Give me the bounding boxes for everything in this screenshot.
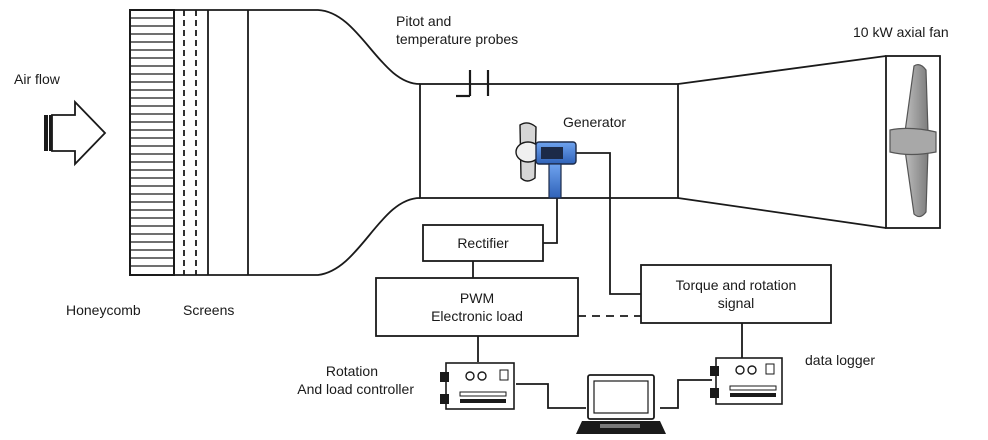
contraction-bottom-wall <box>248 197 421 276</box>
torque-signal-label-line2: signal <box>717 295 755 311</box>
computer-to-logger-wire <box>660 379 712 409</box>
controller-label-line2: And load controller <box>297 381 414 397</box>
fan-housing <box>885 55 941 229</box>
screens <box>174 9 249 276</box>
controller-label: Rotation And load controller <box>270 362 414 398</box>
honeycomb-label: Honeycomb <box>66 302 141 318</box>
laptop-icon <box>576 374 666 434</box>
pwm-load-label-line2: Electronic load <box>431 308 523 324</box>
generator-label: Generator <box>563 114 627 130</box>
contraction-top-wall <box>248 9 421 85</box>
torque-signal-label-line1: Torque and rotation <box>675 277 797 293</box>
circuit-board-icon <box>440 362 515 410</box>
honeycomb <box>129 9 175 276</box>
torque-signal-label: Torque and rotation signal <box>641 265 831 323</box>
generator-to-rectifier-wire <box>543 198 558 244</box>
pitot-probes-label-line1: Pitot and <box>396 13 452 29</box>
diffuser <box>677 55 887 229</box>
pitot-probes-label: Pitot and temperature probes <box>396 12 518 48</box>
generator-to-torque-wire <box>576 152 641 295</box>
arrow-right-icon <box>44 99 107 167</box>
pwm-load-label-line1: PWM <box>459 290 495 306</box>
pwm-load-label: PWM Electronic load <box>376 278 578 336</box>
fan-label: 10 kW axial fan <box>853 24 949 40</box>
rectifier-label: Rectifier <box>457 235 509 251</box>
data-logger-label: data logger <box>805 352 876 368</box>
screens-label: Screens <box>183 302 235 318</box>
fan-blade-icon <box>889 64 937 218</box>
pitot-probe <box>456 70 472 98</box>
generator-mast <box>548 163 562 199</box>
pwm-load-box <box>375 277 579 337</box>
air-flow-label: Air flow <box>14 71 60 87</box>
controller-label-line1: Rotation <box>325 363 378 379</box>
controller-to-computer-wire <box>516 383 586 409</box>
wind-turbine-icon <box>515 122 577 199</box>
pitot-probes-label-line2: temperature probes <box>396 31 519 47</box>
circuit-board-icon <box>710 357 783 405</box>
